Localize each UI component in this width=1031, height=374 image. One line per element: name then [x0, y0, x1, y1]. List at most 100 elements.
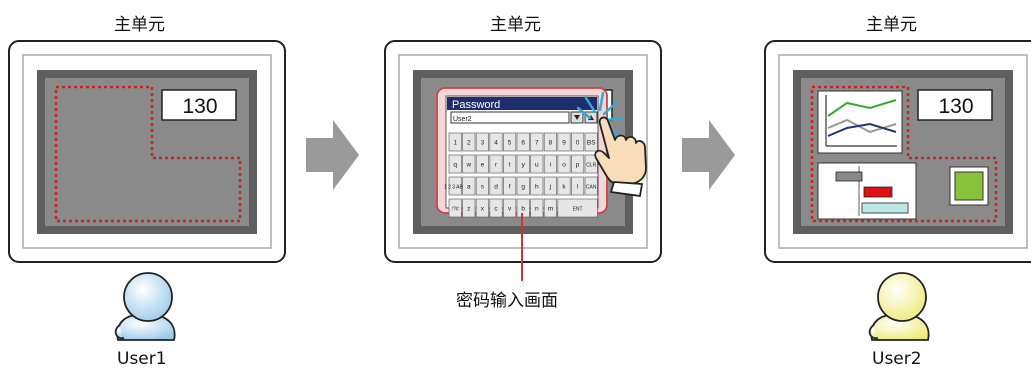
- keyboard-key-label: CAN: [586, 185, 597, 191]
- keyboard-key-label: 7: [535, 140, 539, 147]
- keyboard-key[interactable]: [462, 132, 476, 152]
- keyboard-key-label: n: [535, 206, 539, 213]
- keyboard-key-label: b: [521, 206, 525, 213]
- keyboard-key[interactable]: [448, 154, 462, 174]
- keyboard-key-label: x: [481, 206, 485, 213]
- keyboard-key-label: p: [576, 162, 580, 169]
- numeric-display-right: 130: [938, 95, 973, 118]
- green-lamp-icon: [949, 166, 989, 206]
- keyboard-key-label: s: [481, 184, 485, 191]
- keyboard-key[interactable]: [543, 198, 557, 218]
- keyboard-key[interactable]: [489, 154, 503, 174]
- keyboard-key[interactable]: [584, 154, 598, 174]
- keyboard-key-label: v: [508, 206, 512, 213]
- keyboard-key[interactable]: [503, 132, 517, 152]
- keyboard-key-label: 0: [576, 140, 580, 147]
- keyboard-key[interactable]: [557, 132, 571, 152]
- keyboard-key-label: w: [465, 162, 471, 169]
- user1-label: User1: [117, 349, 167, 369]
- keyboard-key-label: CLR: [586, 163, 596, 169]
- numeric-display-left: 130: [182, 95, 217, 118]
- hand-pointer-icon: [594, 116, 647, 197]
- keyboard-key[interactable]: [557, 154, 571, 174]
- keyboard-key-label: j: [549, 184, 551, 191]
- keyboard-key-label: 3: [481, 140, 485, 147]
- keyboard-key-label: r: [495, 162, 498, 169]
- keyboard-key-label: k: [562, 184, 566, 191]
- keyboard-key[interactable]: [584, 132, 598, 152]
- keyboard-key[interactable]: [516, 154, 530, 174]
- keyboard-key[interactable]: [530, 176, 544, 196]
- keyboard-key[interactable]: [503, 176, 517, 196]
- keyboard-key[interactable]: [475, 154, 489, 174]
- keyboard-key[interactable]: [475, 176, 489, 196]
- unit-title-right: 主单元: [866, 15, 917, 35]
- keyboard-key-label: o: [562, 162, 566, 169]
- arrow-right-icon: [306, 120, 359, 190]
- keyboard-key[interactable]: [475, 132, 489, 152]
- keyboard-key[interactable]: [557, 198, 598, 218]
- keyboard-key-label: 8: [549, 140, 553, 147]
- keyboard-key[interactable]: [448, 176, 462, 196]
- keyboard-key[interactable]: [503, 198, 517, 218]
- keyboard-key-label: q: [453, 162, 457, 169]
- keyboard-key[interactable]: [530, 132, 544, 152]
- keyboard-key[interactable]: [462, 154, 476, 174]
- keyboard-key[interactable]: [462, 198, 476, 218]
- keyboard-key-label: i: [550, 162, 551, 169]
- keyboard-key-label: 6: [521, 140, 525, 147]
- hmi-unit-left: [8, 40, 286, 263]
- keyboard-key[interactable]: [489, 176, 503, 196]
- keyboard-key[interactable]: [530, 198, 544, 218]
- keyboard-key-label: f: [509, 184, 511, 191]
- keyboard-key-label: g: [521, 184, 525, 191]
- keyboard-key-label: BS: [587, 140, 596, 147]
- keyboard-key[interactable]: [462, 176, 476, 196]
- password-input[interactable]: User2: [453, 116, 472, 123]
- user2-label: User2: [872, 349, 922, 369]
- keyboard-key[interactable]: [516, 198, 530, 218]
- keyboard-key-label: 2: [467, 140, 471, 147]
- keyboard-key-label: 4: [494, 140, 498, 147]
- keyboard-key[interactable]: [489, 132, 503, 152]
- keyboard-key-label: h: [535, 184, 539, 191]
- password-screen-label: 密码输入画面: [456, 291, 558, 311]
- keyboard-key[interactable]: [503, 154, 517, 174]
- unit-title-center: 主单元: [490, 15, 541, 35]
- keyboard-key[interactable]: [475, 198, 489, 218]
- keyboard-key-label: d: [494, 184, 498, 191]
- keyboard-key-label: m: [548, 206, 553, 213]
- unit-title-left: 主单元: [114, 15, 165, 35]
- keyboard-key[interactable]: [448, 132, 462, 152]
- keyboard-key[interactable]: [543, 176, 557, 196]
- line-chart-icon: [817, 90, 903, 154]
- keyboard-key[interactable]: [448, 198, 462, 218]
- keyboard-key[interactable]: [571, 154, 585, 174]
- keyboard-key-label: c: [494, 206, 498, 213]
- arrow-right-icon-2: [682, 120, 735, 190]
- keyboard-key-label: ENT: [573, 207, 583, 213]
- keyboard-key[interactable]: [557, 176, 571, 196]
- keyboard-key[interactable]: [489, 198, 503, 218]
- keyboard-key-label: !?#: [452, 207, 459, 213]
- keyboard-key[interactable]: [543, 154, 557, 174]
- keyboard-key-label: 1: [453, 140, 457, 147]
- user2-avatar-icon: [868, 272, 930, 341]
- keyboard-key[interactable]: [543, 132, 557, 152]
- keyboard-key-label: 5: [508, 140, 512, 147]
- keyboard-key-label: 1 2 3 ABC: [444, 185, 467, 191]
- gantt-chart-icon: [817, 162, 917, 220]
- password-title: Password: [452, 99, 500, 111]
- keyboard-key-label: t: [509, 162, 511, 169]
- keyboard-key[interactable]: [516, 132, 530, 152]
- keyboard-key[interactable]: [584, 176, 598, 196]
- keyboard-key[interactable]: [571, 132, 585, 152]
- keyboard-key[interactable]: [516, 176, 530, 196]
- keyboard-key[interactable]: [530, 154, 544, 174]
- keyboard-key-label: e: [481, 162, 485, 169]
- keyboard-key[interactable]: [571, 176, 585, 196]
- keyboard-key-label: y: [522, 162, 526, 169]
- user1-avatar-icon: [114, 272, 176, 341]
